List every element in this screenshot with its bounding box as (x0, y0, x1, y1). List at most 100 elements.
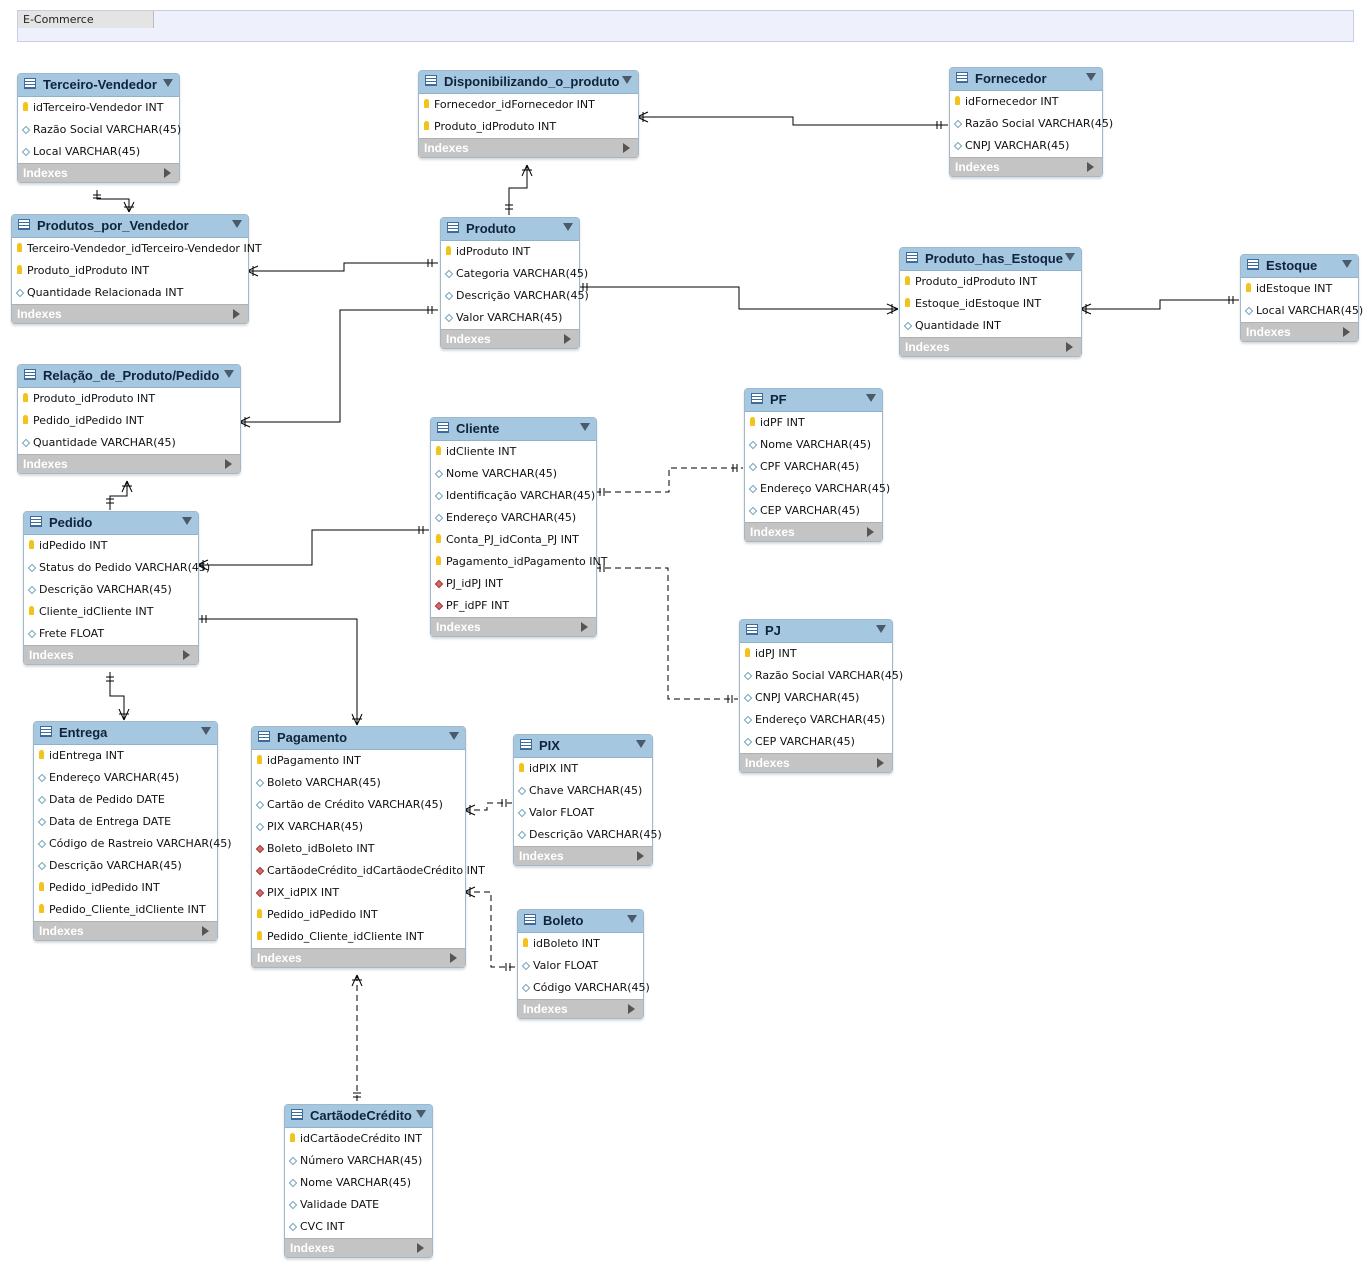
column-row[interactable]: idPagamento INT (252, 750, 465, 772)
expand-arrow-icon[interactable] (867, 527, 874, 537)
column-row[interactable]: Boleto_idBoleto INT (252, 838, 465, 860)
indexes-section[interactable]: Indexes (518, 999, 643, 1018)
table-header[interactable]: Estoque (1241, 255, 1358, 278)
column-row[interactable]: idPF INT (745, 412, 882, 434)
column-row[interactable]: Terceiro-Vendedor_idTerceiro-Vendedor IN… (12, 238, 262, 260)
table-header[interactable]: Pagamento (252, 727, 465, 750)
column-row[interactable]: Local VARCHAR(45) (18, 141, 179, 163)
column-row[interactable]: Nome VARCHAR(45) (745, 434, 882, 456)
indexes-section[interactable]: Indexes (950, 157, 1102, 176)
column-row[interactable]: PJ_idPJ INT (431, 573, 596, 595)
column-row[interactable]: idPIX INT (514, 758, 652, 780)
column-row[interactable]: idPedido INT (24, 535, 198, 557)
table-header[interactable]: Produtos_por_Vendedor (12, 215, 248, 238)
column-row[interactable]: Descrição VARCHAR(45) (441, 285, 589, 307)
expand-arrow-icon[interactable] (225, 459, 232, 469)
column-row[interactable]: PIX_idPIX INT (252, 882, 465, 904)
column-row[interactable]: Código de Rastreio VARCHAR(45) (34, 833, 232, 855)
column-row[interactable]: idEstoque INT (1241, 278, 1358, 300)
expand-arrow-icon[interactable] (1087, 162, 1094, 172)
collapse-arrow-icon[interactable] (449, 732, 459, 740)
collapse-arrow-icon[interactable] (1086, 73, 1096, 81)
indexes-section[interactable]: Indexes (441, 329, 579, 348)
indexes-section[interactable]: Indexes (514, 846, 652, 865)
indexes-section[interactable]: Indexes (419, 138, 638, 157)
column-row[interactable]: Frete FLOAT (24, 623, 198, 645)
collapse-arrow-icon[interactable] (622, 76, 632, 84)
column-row[interactable]: Quantidade VARCHAR(45) (18, 432, 240, 454)
column-row[interactable]: Data de Entrega DATE (34, 811, 217, 833)
column-row[interactable]: Quantidade Relacionada INT (12, 282, 248, 304)
column-row[interactable]: Categoria VARCHAR(45) (441, 263, 588, 285)
column-row[interactable]: Cartão de Crédito VARCHAR(45) (252, 794, 465, 816)
column-row[interactable]: Produto_idProduto INT (900, 271, 1081, 293)
table-header[interactable]: Cliente (431, 418, 596, 441)
column-row[interactable]: idBoleto INT (518, 933, 643, 955)
table-header[interactable]: PF (745, 389, 882, 412)
column-row[interactable]: CNPJ VARCHAR(45) (740, 687, 892, 709)
column-row[interactable]: Produto_idProduto INT (419, 116, 638, 138)
column-row[interactable]: Razão Social VARCHAR(45) (950, 113, 1113, 135)
column-row[interactable]: Descrição VARCHAR(45) (24, 579, 198, 601)
collapse-arrow-icon[interactable] (1342, 260, 1352, 268)
expand-arrow-icon[interactable] (202, 926, 209, 936)
column-row[interactable]: Endereço VARCHAR(45) (34, 767, 217, 789)
collapse-arrow-icon[interactable] (636, 740, 646, 748)
column-row[interactable]: idCartãodeCrédito INT (285, 1128, 432, 1150)
column-row[interactable]: Conta_PJ_idConta_PJ INT (431, 529, 596, 551)
expand-arrow-icon[interactable] (417, 1243, 424, 1253)
column-row[interactable]: CNPJ VARCHAR(45) (950, 135, 1102, 157)
column-row[interactable]: Data de Pedido DATE (34, 789, 217, 811)
column-row[interactable]: Pedido_Cliente_idCliente INT (252, 926, 465, 948)
column-row[interactable]: Produto_idProduto INT (18, 388, 240, 410)
column-row[interactable]: Descrição VARCHAR(45) (34, 855, 217, 877)
column-row[interactable]: Endereço VARCHAR(45) (431, 507, 596, 529)
expand-arrow-icon[interactable] (877, 758, 884, 768)
column-row[interactable]: Valor VARCHAR(45) (441, 307, 579, 329)
column-row[interactable]: idTerceiro-Vendedor INT (18, 97, 179, 119)
expand-arrow-icon[interactable] (183, 650, 190, 660)
indexes-section[interactable]: Indexes (745, 522, 882, 541)
column-row[interactable]: CPF VARCHAR(45) (745, 456, 882, 478)
table-header[interactable]: Entrega (34, 722, 217, 745)
column-row[interactable]: Razão Social VARCHAR(45) (740, 665, 903, 687)
column-row[interactable]: Pedido_idPedido INT (34, 877, 217, 899)
expand-arrow-icon[interactable] (623, 143, 630, 153)
indexes-section[interactable]: Indexes (18, 163, 179, 182)
column-row[interactable]: Pedido_idPedido INT (18, 410, 240, 432)
column-row[interactable]: idPJ INT (740, 643, 892, 665)
expand-arrow-icon[interactable] (628, 1004, 635, 1014)
column-row[interactable]: Endereço VARCHAR(45) (745, 478, 890, 500)
column-row[interactable]: Nome VARCHAR(45) (431, 463, 596, 485)
indexes-section[interactable]: Indexes (18, 454, 240, 473)
indexes-section[interactable]: Indexes (900, 337, 1081, 356)
indexes-section[interactable]: Indexes (431, 617, 596, 636)
column-row[interactable]: idCliente INT (431, 441, 596, 463)
table-header[interactable]: Boleto (518, 910, 643, 933)
table-header[interactable]: Pedido (24, 512, 198, 535)
expand-arrow-icon[interactable] (581, 622, 588, 632)
collapse-arrow-icon[interactable] (1065, 253, 1075, 261)
collapse-arrow-icon[interactable] (563, 223, 573, 231)
table-header[interactable]: Terceiro-Vendedor (18, 74, 179, 97)
collapse-arrow-icon[interactable] (866, 394, 876, 402)
column-row[interactable]: Local VARCHAR(45) (1241, 300, 1363, 322)
column-row[interactable]: Razão Social VARCHAR(45) (18, 119, 181, 141)
indexes-section[interactable]: Indexes (24, 645, 198, 664)
column-row[interactable]: Fornecedor_idFornecedor INT (419, 94, 638, 116)
column-row[interactable]: CEP VARCHAR(45) (740, 731, 892, 753)
column-row[interactable]: Identificação VARCHAR(45) (431, 485, 596, 507)
